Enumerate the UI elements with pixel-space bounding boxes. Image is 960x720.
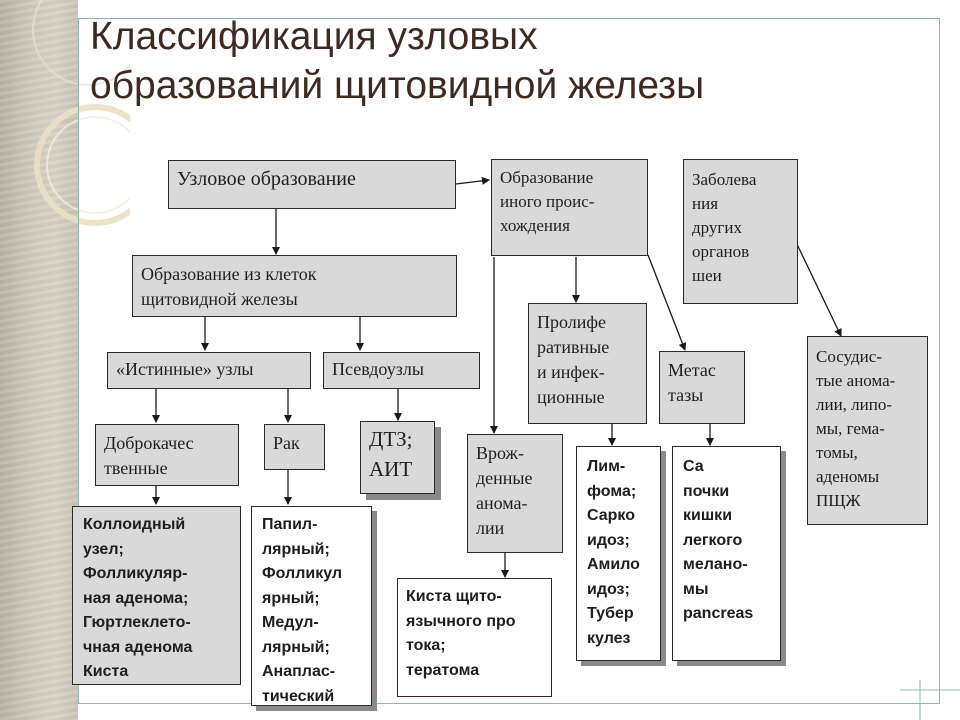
box-metastases: Метас тазы [659, 351, 745, 424]
box-other-organs: Заболева ния других органов шеи [683, 159, 798, 304]
box-vascular-anomalies: Сосудис- тые анома- лии, липо- мы, гема-… [807, 336, 928, 525]
arrow-other-origin-to-metastases [647, 254, 687, 351]
box-dtz-ait: ДТЗ; АИТ [360, 421, 435, 494]
box-metastasis-list: Са почки кишки легкого мелано- мы pancre… [672, 446, 781, 661]
box-thyroid-cells: Образование из клеток щитовидной железы [132, 255, 457, 317]
box-true-nodes: «Истинные» узлы [107, 352, 311, 389]
box-nodular-formation: Узловое образование [168, 160, 456, 209]
title-line-2: образований щитовидной железы [90, 64, 705, 107]
box-congenital: Врож- денные анома- лии [467, 434, 563, 553]
box-proliferative: Пролифе ративные и инфек- ционные [528, 303, 647, 424]
box-benign-list: Коллоидный узел; Фолликуляр- ная аденома… [72, 506, 241, 685]
decorative-side-texture [0, 0, 78, 720]
arrow-nodular-to-other-origin [455, 176, 490, 185]
box-cancer: Рак [264, 424, 325, 470]
decorative-circles [32, 0, 130, 226]
box-cyst-list: Киста щито- язычного про тока; тератома [397, 578, 552, 697]
slide-title: Классификация узловых образований щитови… [90, 12, 910, 110]
arrow-other-organs-to-vascular [794, 239, 842, 337]
box-other-origin: Образование иного проис- хождения [491, 159, 648, 256]
box-benign: Доброкачес твенные [95, 424, 239, 486]
box-lymphoma-list: Лим- фома; Сарко идоз; Амило идоз; Тубер… [576, 446, 661, 661]
box-cancer-list: Папил- лярный; Фолликул ярный; Медул- ля… [251, 506, 372, 706]
slide-frame [78, 18, 940, 704]
title-line-1: Классификация узловых [90, 15, 538, 58]
box-pseudo-nodes: Псевдоузлы [323, 352, 480, 389]
